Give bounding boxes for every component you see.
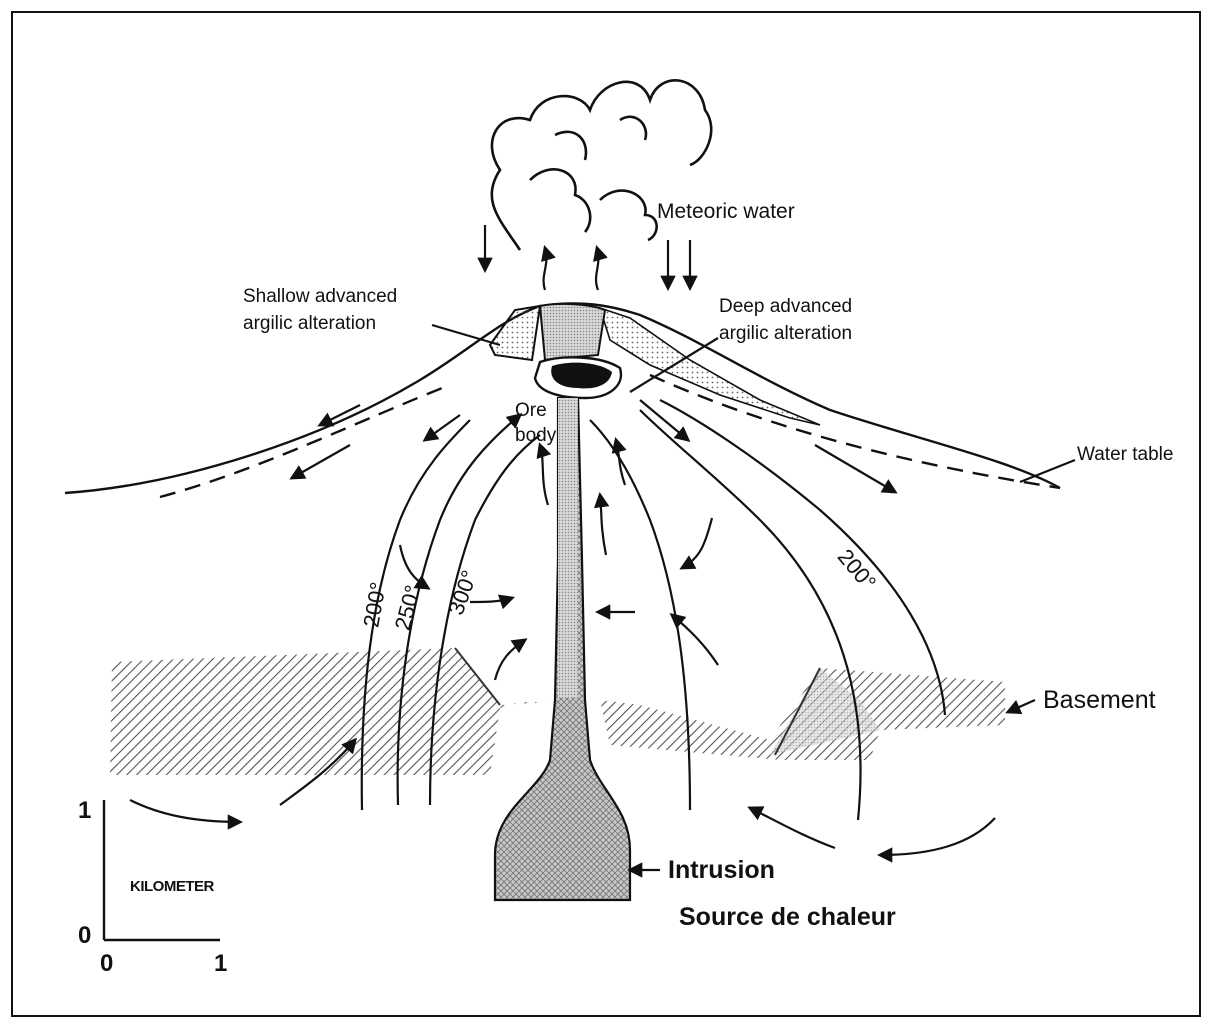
shallow-alteration-label-1: Shallow advanced xyxy=(243,286,397,308)
steam-cloud xyxy=(492,80,711,250)
scale-x-left-label: 0 xyxy=(100,950,113,978)
deep-alteration-label-1: Deep advanced xyxy=(719,296,852,318)
heat-source-label: Source de chaleur xyxy=(679,903,896,932)
scale-unit-label: KILOMETER xyxy=(130,878,214,895)
deep-alteration-label-2: argilic alteration xyxy=(719,323,852,345)
ore-body-label-2: body xyxy=(515,425,556,447)
intrusion-body xyxy=(495,398,630,900)
scale-x-right-label: 1 xyxy=(214,950,227,978)
water-table-label: Water table xyxy=(1077,444,1173,466)
scale-y-top-label: 1 xyxy=(78,797,91,825)
scale-y-bottom-label: 0 xyxy=(78,922,91,950)
meteoric-water-label: Meteoric water xyxy=(657,200,795,224)
shallow-alteration-label-2: argilic alteration xyxy=(243,313,376,335)
basement-label: Basement xyxy=(1043,686,1156,715)
intrusion-label: Intrusion xyxy=(668,856,775,885)
ore-body-label-1: Ore xyxy=(515,400,547,422)
ore-body-shape xyxy=(535,357,621,398)
